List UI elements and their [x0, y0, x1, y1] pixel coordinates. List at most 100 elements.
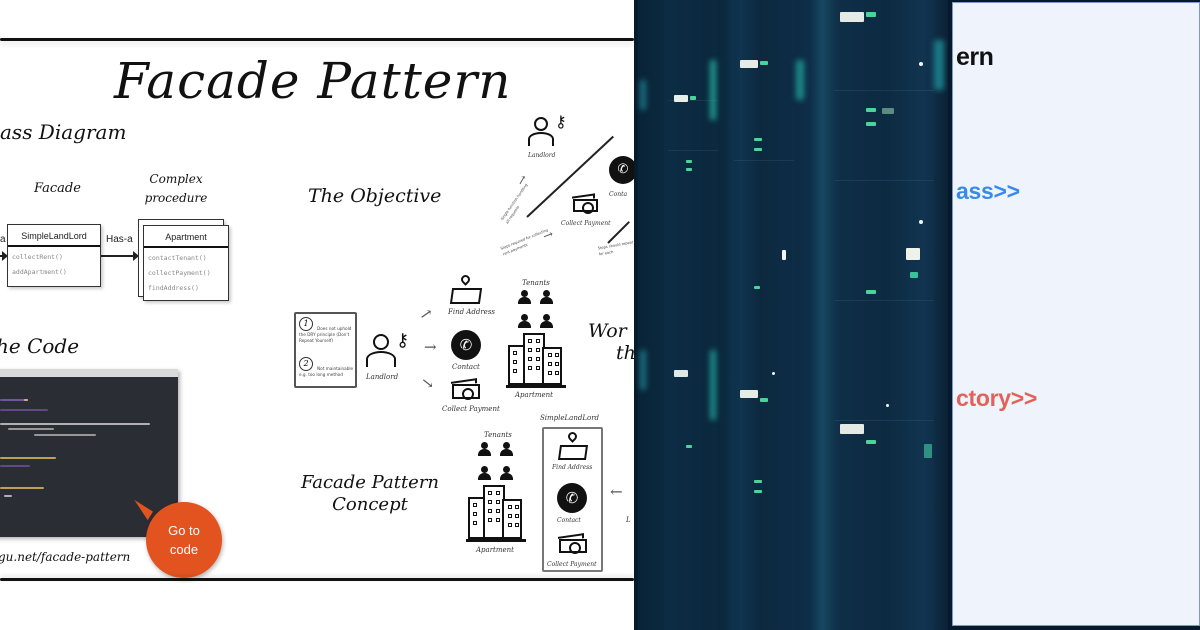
status-led [840, 424, 864, 434]
go-to-code-line2: code [169, 542, 199, 557]
status-led [740, 60, 758, 68]
complex-label-line1: Complex [149, 172, 203, 186]
divider-line [526, 135, 614, 218]
status-led [840, 12, 864, 22]
status-led [906, 248, 920, 260]
collect-payment-label: Collect Payment [442, 405, 500, 413]
uml-method: collectPayment() [148, 269, 211, 277]
code-url-link[interactable]: gu.net/facade-pattern [0, 550, 131, 564]
facade-find-address-label: Find Address [552, 464, 593, 471]
arrow-up-right-icon: → [415, 303, 437, 326]
concept-landlord-partial: L [626, 516, 631, 524]
the-code-heading: he Code [0, 334, 80, 358]
slide-bottom-border [0, 578, 634, 581]
facade-contact-label: Contact [557, 517, 581, 524]
arrow-right-icon: → [424, 338, 437, 356]
find-address-label: Find Address [448, 308, 496, 316]
landlord-icon [528, 117, 554, 147]
works-heading-line1: Wor [588, 320, 627, 342]
contact-label: Contact [452, 363, 480, 371]
server-rack-photo [634, 0, 948, 630]
has-a-label: Has-a [106, 234, 133, 245]
problem-1-number: 1 [299, 317, 313, 331]
go-to-code-line1: Go to [168, 523, 200, 538]
works-contact-label: Conta [609, 191, 628, 198]
tenant-icon [478, 442, 491, 456]
problem-1-text: Does not uphold the DRY principle (Don't… [299, 326, 352, 343]
facade-box-title: SimpleLandLord [540, 414, 600, 422]
status-led [782, 250, 786, 260]
tenant-icon [500, 442, 513, 456]
landlord-label: Landlord [366, 373, 399, 381]
uml-class-name: Apartment [144, 226, 228, 248]
rack-column [668, 0, 718, 630]
rack-column [734, 0, 794, 630]
uml-class-apartment: Apartment contactTenant() collectPayment… [143, 225, 229, 301]
works-heading-line2: th [616, 342, 634, 364]
concept-heading-line2: Concept [332, 494, 408, 515]
problem-2-number: 2 [299, 357, 313, 371]
tenant-icon [540, 290, 553, 304]
slide-title: Facade Pattern [114, 52, 512, 110]
map-pin-icon [566, 430, 579, 443]
class-link[interactable]: ass>> [956, 178, 1020, 204]
code-screenshot [0, 369, 178, 537]
complex-label-line2: procedure [144, 191, 208, 205]
facade-label: Facade [34, 181, 81, 196]
concept-heading-line1: Facade Pattern [300, 472, 440, 493]
tenants-label: Tenants [522, 279, 550, 287]
concept-heading: Facade Pattern Concept [296, 472, 444, 516]
tenant-icon [540, 314, 553, 328]
tenant-icon [518, 290, 531, 304]
apartment-label: Apartment [515, 391, 553, 399]
keys-icon: ⚷ [555, 112, 567, 131]
problem-2-text: Not maintainable e.g. too long method [299, 366, 354, 377]
light-glow [640, 80, 646, 110]
concept-tenants-label: Tenants [484, 431, 512, 439]
facade-collect-payment-label: Collect Payment [547, 561, 597, 568]
phone-icon: ✆ [609, 156, 634, 184]
tenant-icon [500, 466, 513, 480]
tenant-icon [518, 314, 531, 328]
uml-method: collectRent() [12, 253, 63, 261]
facade-pattern-slide: Facade Pattern ass Diagram Facade Comple… [0, 0, 634, 630]
light-glow [640, 350, 646, 390]
landlord-icon [366, 334, 396, 367]
map-icon [449, 288, 483, 304]
light-glow [796, 60, 804, 100]
uml-method: findAddress() [148, 284, 199, 292]
go-to-code-button[interactable]: Go to code [146, 502, 222, 578]
money-icon [452, 384, 480, 400]
works-landlord-label: Landlord [528, 152, 556, 159]
slide-top-border [0, 38, 634, 41]
light-glow [710, 60, 716, 120]
left-arrow [0, 251, 8, 261]
works-collect-payment-label: Collect Payment [561, 220, 611, 227]
light-glow [934, 40, 944, 90]
phone-icon: ✆ [557, 483, 587, 513]
phone-icon: ✆ [451, 330, 481, 360]
works-note-1: Single function handling all requests [500, 183, 529, 225]
status-led [674, 95, 688, 102]
uml-class-simplelandlord: SimpleLandLord collectRent() addApartmen… [7, 224, 101, 287]
apartment-building-icon [466, 485, 526, 542]
text-panel-heading: ern [956, 43, 994, 71]
arrow-left-icon: → [610, 483, 623, 501]
keys-icon: ⚷ [396, 330, 410, 351]
objective-heading: The Objective [308, 185, 442, 207]
problems-note: 1 Does not uphold the DRY principle (Don… [294, 312, 357, 388]
simplelandlord-facade-box: Find Address ✆ Contact Collect Payment [542, 427, 603, 572]
money-icon [573, 199, 598, 214]
money-icon [559, 539, 587, 554]
tenant-icon [478, 466, 491, 480]
concept-apartment-label: Apartment [476, 546, 514, 554]
has-a-arrow [101, 251, 139, 261]
map-pin-icon [459, 273, 472, 286]
factory-link[interactable]: ctory>> [956, 385, 1038, 411]
arrow-down-right-icon: → [417, 372, 439, 395]
class-diagram-heading: ass Diagram [0, 120, 127, 144]
works-note-3: Steps should repeat for each [597, 240, 634, 257]
uml-method: contactTenant() [148, 254, 207, 262]
text-panel: ern ass>> ctory>> [948, 0, 1200, 630]
left-relation-label: a [0, 234, 6, 245]
